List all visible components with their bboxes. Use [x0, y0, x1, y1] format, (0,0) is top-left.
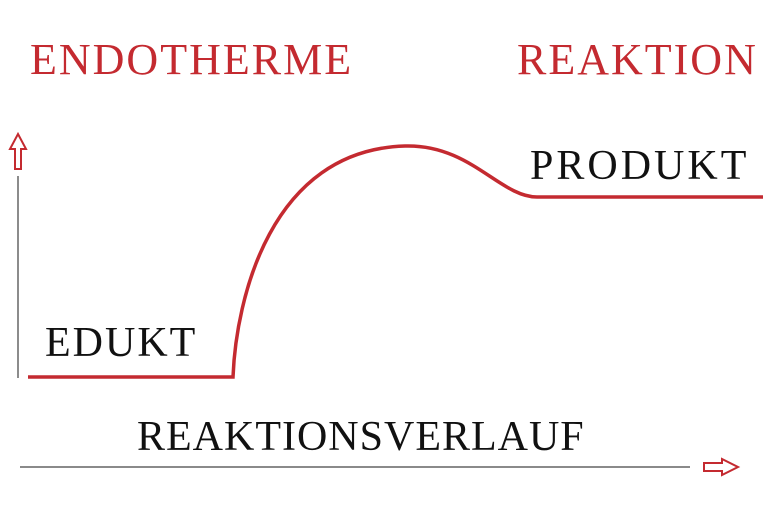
x-axis-label: Reaktionsverlauf	[137, 414, 585, 460]
y-axis-arrow-icon	[8, 131, 28, 170]
x-axis-arrow-icon	[703, 457, 741, 477]
title-left: Endotherme	[30, 35, 354, 84]
label-edukt: Edukt	[45, 320, 198, 366]
label-produkt: Produkt	[530, 143, 750, 189]
energy-curve	[28, 144, 763, 379]
title-right: Reaktion	[517, 35, 758, 84]
